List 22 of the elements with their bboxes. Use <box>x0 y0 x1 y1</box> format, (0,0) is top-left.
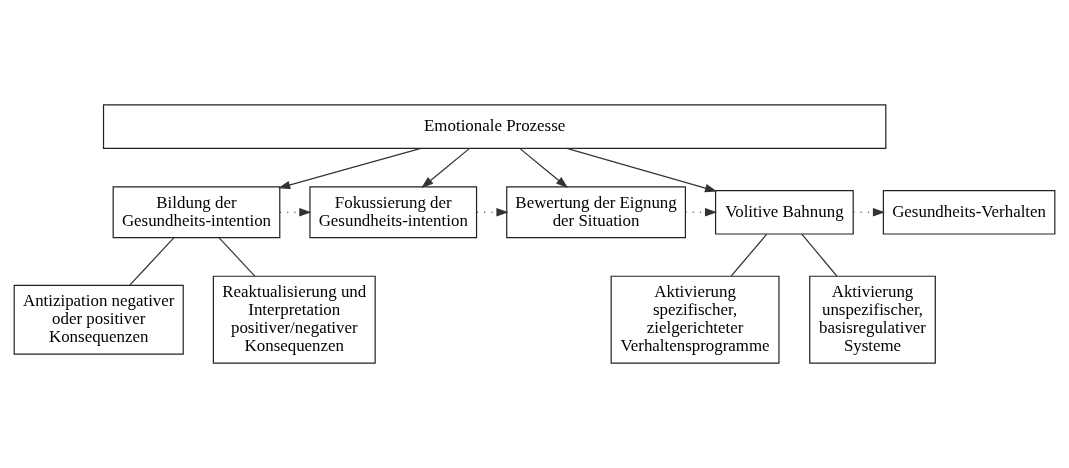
connector <box>129 237 175 286</box>
arrow <box>852 208 885 217</box>
connector <box>218 237 256 277</box>
arrow <box>421 147 471 189</box>
connector <box>801 233 838 277</box>
node-box: Antizipation negativer oder positiver Konsequenzen <box>13 284 184 355</box>
arrow <box>519 147 569 189</box>
node-box: Emotionale Prozesse <box>102 104 887 149</box>
node-box: Bewertung der Eignung der Situation <box>506 186 686 239</box>
arrow <box>476 208 509 217</box>
arrow <box>684 208 718 217</box>
node-box: Gesundheits-Verhalten <box>882 189 1056 235</box>
node-box: Fokussierung der Gesundheits-intention <box>309 186 478 239</box>
arrow <box>566 147 718 193</box>
node-box: Aktivierung unspezifischer, basisregulativer Systeme <box>809 275 936 364</box>
arrow <box>279 208 312 217</box>
node-box: Reaktualisierung und Interpretation positiver/negativer Konsequenzen <box>212 275 376 364</box>
connector <box>730 233 768 277</box>
arrow <box>278 147 422 190</box>
node-box: Volitive Bahnung <box>714 189 854 235</box>
node-box: Bildung der Gesundheits-intention <box>112 186 281 239</box>
node-box: Aktivierung spezifischer, zielgerichteter Verhaltensprogramme <box>610 275 780 364</box>
